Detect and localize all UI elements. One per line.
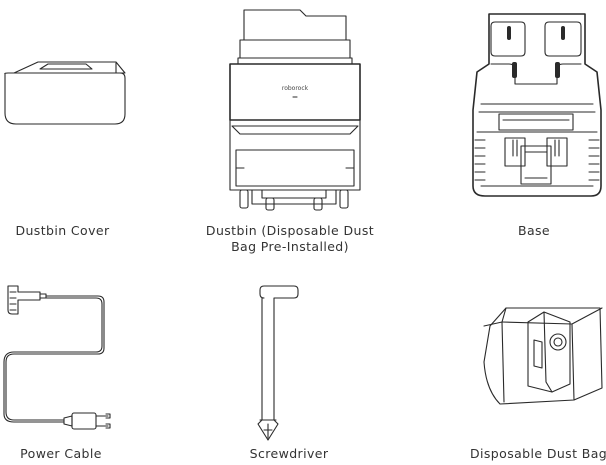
- screwdriver-illustration: [240, 270, 350, 465]
- power-cable-illustration: [0, 270, 130, 465]
- dustbin-caption-line2: Bag Pre-Installed): [231, 239, 349, 254]
- base-caption: Base: [517, 223, 551, 238]
- base-item: Base: [455, 0, 606, 250]
- roborock-logo: roborock: [282, 85, 309, 92]
- dustbin-cover-item: Dustbin Cover: [0, 0, 130, 250]
- dust-bag-illustration: [470, 270, 606, 465]
- base-illustration: [455, 0, 606, 250]
- power-cable-caption: Power Cable: [20, 446, 102, 461]
- dustbin-caption-line1: Dustbin (Disposable Dust: [205, 223, 375, 238]
- dust-bag-caption: Disposable Dust Bag: [470, 446, 606, 461]
- dustbin-cover-caption: Dustbin Cover: [15, 223, 110, 238]
- dustbin-illustration: roborock: [200, 0, 380, 255]
- screwdriver-caption: Screwdriver: [249, 446, 329, 461]
- dustbin-item: roborock Dustbin (Disposable Dust Bag Pr…: [200, 0, 380, 255]
- power-cable-item: Power Cable: [0, 270, 130, 465]
- dustbin-cover-illustration: [0, 0, 130, 250]
- dust-bag-item: Disposable Dust Bag: [470, 270, 606, 465]
- screwdriver-item: Screwdriver: [240, 270, 350, 465]
